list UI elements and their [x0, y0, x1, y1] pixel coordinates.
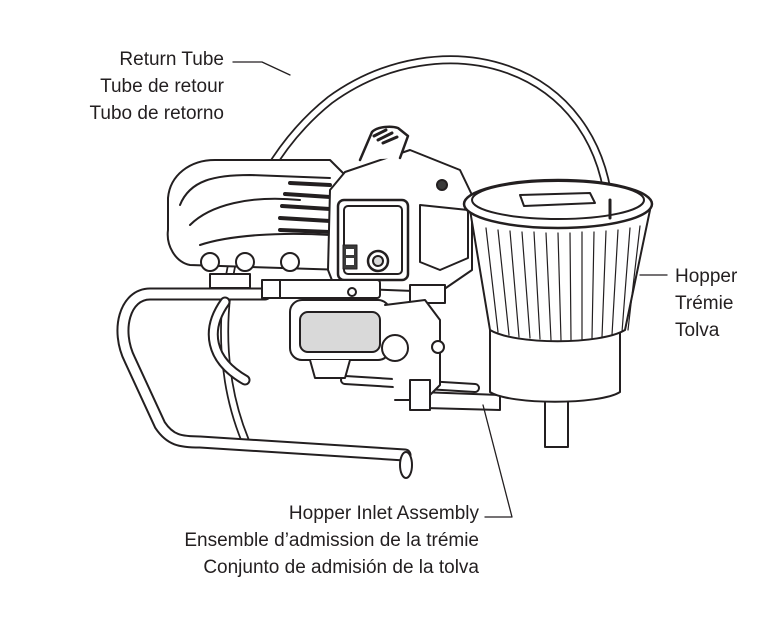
hopper-label-es: Tolva [675, 320, 720, 341]
hopper-inlet-label-es: Conjunto de admisión de la tolva [203, 557, 479, 578]
return-tube-label-en: Return Tube [119, 49, 224, 70]
pump-assembly [209, 273, 445, 411]
leader-lines [232, 61, 668, 518]
hopper-inlet-callout: Hopper Inlet Assembly Ensemble d’admissi… [90, 500, 479, 581]
return-tube-label-es: Tubo de retorno [89, 103, 225, 124]
control-housing [327, 125, 473, 304]
hopper-inlet-label-en: Hopper Inlet Assembly [288, 503, 479, 524]
return-tube [220, 55, 615, 445]
hopper-label-en: Hopper [675, 266, 738, 287]
hopper-label-fr: Trémie [675, 293, 734, 314]
hopper-callout: Hopper Trémie Tolva [675, 263, 737, 344]
hopper [462, 178, 654, 448]
hopper-inlet-label-fr: Ensemble d’admission de la trémie [184, 530, 479, 551]
frame [116, 287, 501, 479]
motor-housing [166, 159, 346, 272]
return-tube-label-fr: Tube de retour [100, 76, 224, 97]
return-tube-callout: Return Tube Tube de retour Tubo de retor… [54, 46, 225, 127]
